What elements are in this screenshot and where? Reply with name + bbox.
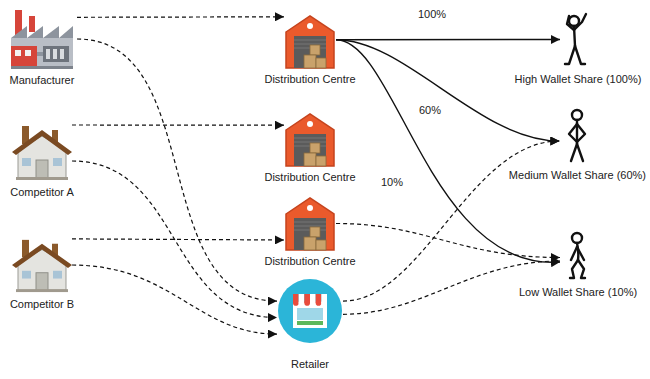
node-label: Distribution Centre [264, 73, 355, 86]
dc-icon [284, 196, 336, 251]
house-icon [12, 122, 72, 182]
dashed-connector [336, 224, 560, 258]
dc-icon [284, 112, 336, 167]
shop-icon [277, 278, 343, 344]
factory-icon [7, 8, 77, 70]
node-label: Medium Wallet Share (60%) [509, 169, 646, 182]
manufacturer-node: Manufacturer [7, 8, 77, 87]
dashed-connector [77, 39, 277, 301]
node-label: Distribution Centre [264, 255, 355, 268]
dashed-connector [72, 124, 284, 125]
distribution-centre: Distribution Centre [264, 112, 355, 184]
low-icon [560, 230, 596, 280]
dashed-connector [72, 239, 284, 240]
edge-label: 60% [417, 104, 443, 117]
competitor-node: Competitor A [10, 122, 74, 199]
node-label: Competitor B [10, 298, 74, 311]
dashed-connector [77, 16, 284, 18]
node-label: Low Wallet Share (10%) [519, 286, 637, 299]
node-label: Retailer [291, 358, 329, 371]
solid-connector [336, 40, 559, 141]
retailer-node: Retailer [277, 278, 343, 371]
customer-figure: Medium Wallet Share (60%) [509, 108, 646, 182]
customer-figure: Low Wallet Share (10%) [519, 230, 637, 299]
node-label: High Wallet Share (100%) [515, 73, 642, 86]
customer-figure: High Wallet Share (100%) [515, 12, 642, 86]
distribution-centre: Distribution Centre [264, 14, 355, 86]
node-label: Distribution Centre [264, 171, 355, 184]
dashed-connector [343, 141, 559, 301]
dc-icon [284, 14, 336, 69]
node-label: Competitor A [10, 186, 74, 199]
solid-connector [336, 39, 560, 41]
node-label: Manufacturer [10, 74, 75, 87]
distribution-centre: Distribution Centre [264, 196, 355, 268]
competitor-node: Competitor B [10, 236, 74, 311]
edge-label: 100% [416, 8, 448, 21]
medium-icon [559, 108, 595, 163]
edge-label: 10% [379, 176, 405, 189]
house-icon [12, 236, 72, 294]
high-icon [560, 12, 596, 67]
dashed-connector [72, 265, 277, 334]
